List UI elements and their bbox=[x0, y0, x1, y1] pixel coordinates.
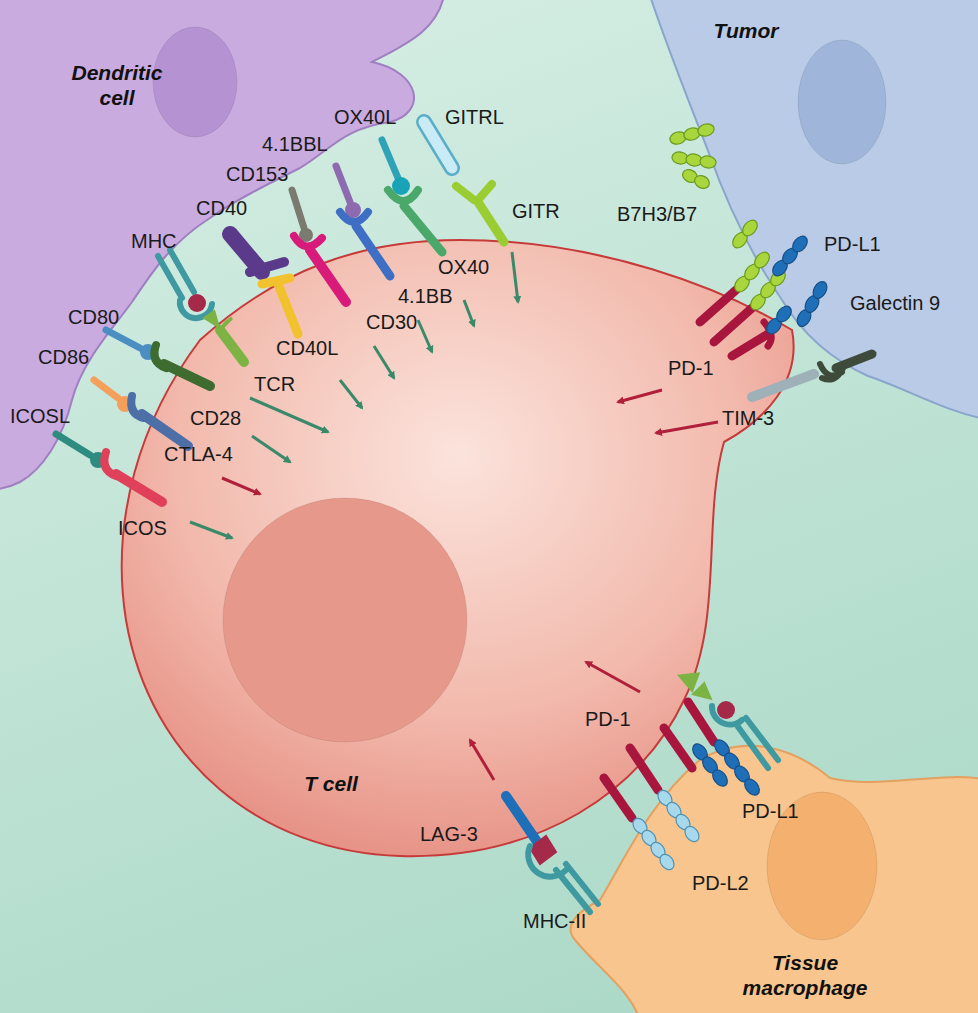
molecule-label: GITR bbox=[512, 200, 560, 223]
drawn-ellipse bbox=[671, 151, 689, 165]
drawn-line bbox=[556, 870, 590, 912]
drawn-path bbox=[205, 312, 218, 326]
molecule-label: CD80 bbox=[68, 306, 119, 329]
molecule-label: B7H3/B7 bbox=[617, 203, 697, 226]
drawn-line bbox=[478, 202, 504, 242]
drawn-path bbox=[294, 236, 322, 247]
drawn-ellipse bbox=[668, 130, 687, 146]
drawn-path bbox=[712, 706, 742, 725]
drawn-path bbox=[694, 684, 710, 698]
molecule-label: CD153 bbox=[226, 163, 288, 186]
drawn-circle bbox=[140, 344, 156, 360]
drawn-path bbox=[388, 190, 418, 201]
drawn-ellipse bbox=[223, 498, 467, 742]
drawn-line bbox=[292, 190, 304, 228]
molecule-label: MHC-II bbox=[523, 910, 586, 933]
molecule-label: OX40L bbox=[334, 106, 396, 129]
drawn-line bbox=[170, 250, 194, 292]
drawn-line bbox=[94, 380, 118, 398]
molecule-label: ICOS bbox=[118, 517, 167, 540]
cell-label: Dendritic cell bbox=[58, 60, 176, 110]
molecule-label: CD86 bbox=[38, 346, 89, 369]
molecule-label: PD-1 bbox=[668, 357, 714, 380]
drawn-line bbox=[566, 864, 598, 904]
molecule-label: OX40 bbox=[438, 256, 489, 279]
molecule-label: 4.1BBL bbox=[262, 133, 328, 156]
drawn-path bbox=[530, 836, 556, 864]
drawn-path bbox=[528, 846, 566, 877]
drawn-ellipse bbox=[685, 153, 703, 167]
cell-label: Tissue macrophage bbox=[730, 950, 880, 1000]
drawn-line bbox=[424, 122, 452, 168]
drawn-line bbox=[664, 728, 692, 768]
drawn-line bbox=[688, 702, 714, 742]
drawn-ellipse bbox=[732, 273, 752, 294]
drawn-circle bbox=[345, 202, 361, 218]
molecule-label: MHC bbox=[131, 230, 177, 253]
molecule-label: CTLA-4 bbox=[164, 443, 233, 466]
molecule-label: ICOSL bbox=[10, 405, 70, 428]
molecule-label: PD-L1 bbox=[824, 233, 881, 256]
molecule-label: CD28 bbox=[190, 407, 241, 430]
cell-outline bbox=[110, 230, 810, 870]
molecule-label: CD40 bbox=[196, 197, 247, 220]
drawn-circle bbox=[392, 177, 410, 195]
drawn-path bbox=[122, 240, 794, 856]
drawn-ellipse bbox=[798, 40, 886, 164]
drawn-circle bbox=[90, 452, 106, 468]
molecule-label: Galectin 9 bbox=[850, 292, 940, 315]
molecule-label: TIM-3 bbox=[722, 407, 774, 430]
drawn-ellipse bbox=[692, 173, 711, 191]
molecule-label: GITRL bbox=[445, 106, 504, 129]
drawn-path bbox=[131, 396, 144, 418]
cell-label: Tumor bbox=[700, 18, 792, 43]
drawn-line bbox=[478, 184, 492, 200]
molecule-label: 4.1BB bbox=[398, 285, 452, 308]
drawn-path bbox=[648, 0, 978, 420]
drawn-line bbox=[336, 166, 350, 202]
drawn-circle bbox=[117, 396, 133, 412]
drawn-ellipse bbox=[680, 167, 699, 185]
molecule-label: PD-1 bbox=[585, 708, 631, 731]
drawn-line bbox=[424, 122, 452, 168]
drawn-line bbox=[230, 234, 262, 272]
molecule-label: TCR bbox=[254, 373, 295, 396]
drawn-ellipse bbox=[153, 27, 237, 137]
drawn-path bbox=[180, 300, 212, 318]
drawn-circle bbox=[717, 701, 735, 719]
drawn-path bbox=[104, 452, 116, 476]
drawn-path bbox=[340, 212, 368, 222]
drawn-circle bbox=[299, 228, 313, 242]
molecule-label: CD40L bbox=[276, 337, 338, 360]
molecule-label: PD-L2 bbox=[692, 872, 749, 895]
cell-label: T cell bbox=[276, 771, 386, 796]
drawn-line bbox=[382, 140, 398, 178]
cell-node: T cell bbox=[110, 230, 810, 870]
drawn-line bbox=[456, 186, 474, 200]
molecule-label: PD-L1 bbox=[742, 800, 799, 823]
drawn-line bbox=[56, 434, 90, 455]
drawn-path bbox=[820, 364, 844, 380]
molecule-label: CD30 bbox=[366, 311, 417, 334]
drawn-line bbox=[106, 330, 140, 348]
drawn-circle bbox=[188, 294, 206, 312]
drawn-path bbox=[154, 345, 166, 368]
drawn-path bbox=[571, 746, 978, 1013]
molecule-label: LAG-3 bbox=[420, 823, 478, 846]
drawn-line bbox=[250, 262, 284, 272]
